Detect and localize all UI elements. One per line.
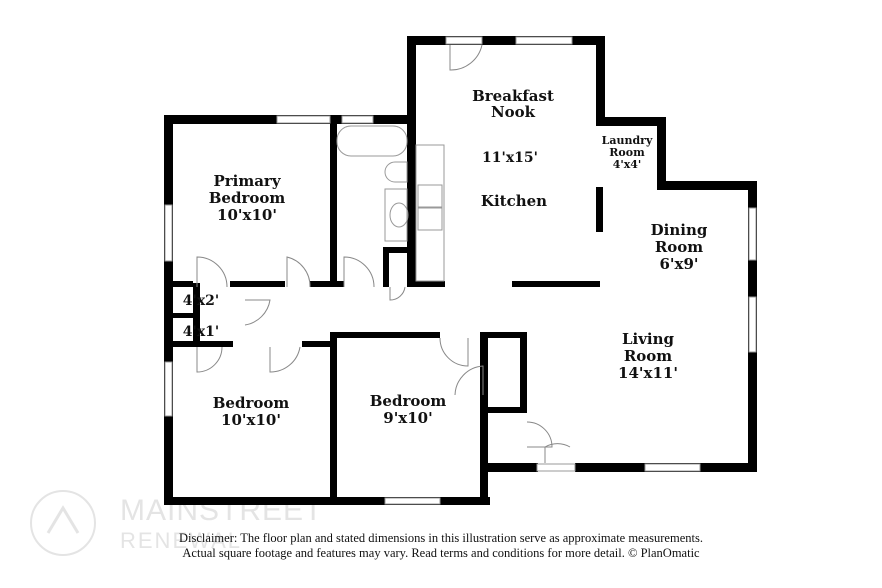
dining-room-label-2: Room (655, 238, 703, 256)
living-room-label-1: Living (622, 330, 675, 348)
primary-bedroom-label-2: Bedroom (209, 189, 286, 207)
kitchen-label: Kitchen (481, 192, 547, 210)
toilet-icon (384, 161, 408, 183)
vanity (384, 188, 408, 242)
closet-b-dims: 4'x1' (183, 324, 219, 340)
living-room-label-2: Room (624, 347, 672, 365)
laundry-label-1: Laundry (602, 134, 653, 147)
disclaimer-line-1: Disclaimer: The floor plan and stated di… (179, 531, 703, 545)
breakfast-nook-label-1: Breakfast (472, 87, 554, 105)
breakfast-nook-label-2: Nook (491, 103, 536, 121)
watermark-line-2: RENEWAL (120, 528, 242, 553)
laundry-label-2: Room (609, 146, 645, 159)
dining-room-label-1: Dining (651, 221, 708, 239)
laundry-dims: 4'x4' (613, 158, 642, 171)
kitchen-sink-icon (417, 184, 443, 208)
dining-room-dims: 6'x9' (659, 255, 698, 273)
bedroom-2-label: Bedroom (370, 392, 447, 410)
windows (164, 36, 757, 505)
logo-icon (30, 490, 96, 556)
sink-icon (389, 202, 409, 228)
primary-bedroom-dims: 10'x10' (217, 206, 277, 224)
disclaimer-line-2: Actual square footage and features may v… (182, 546, 700, 560)
primary-bedroom-label-1: Primary (213, 172, 281, 190)
closet-a-dims: 4'x2' (183, 293, 219, 309)
living-room-dims: 14'x11' (618, 364, 678, 382)
door-swings (196, 44, 571, 463)
bedroom-1-dims: 10'x10' (221, 411, 281, 429)
fixtures (336, 125, 445, 282)
bedroom-2-dims: 9'x10' (383, 409, 432, 427)
bedroom-1-label: Bedroom (213, 394, 290, 412)
kitchen-sink-basin-icon (417, 207, 443, 231)
kitchen-counter (415, 144, 445, 282)
bathtub-icon (336, 125, 408, 157)
room-labels: Breakfast Nook 11'x15' Kitchen Laundry R… (183, 87, 708, 429)
kitchen-dims: 11'x15' (482, 150, 538, 166)
